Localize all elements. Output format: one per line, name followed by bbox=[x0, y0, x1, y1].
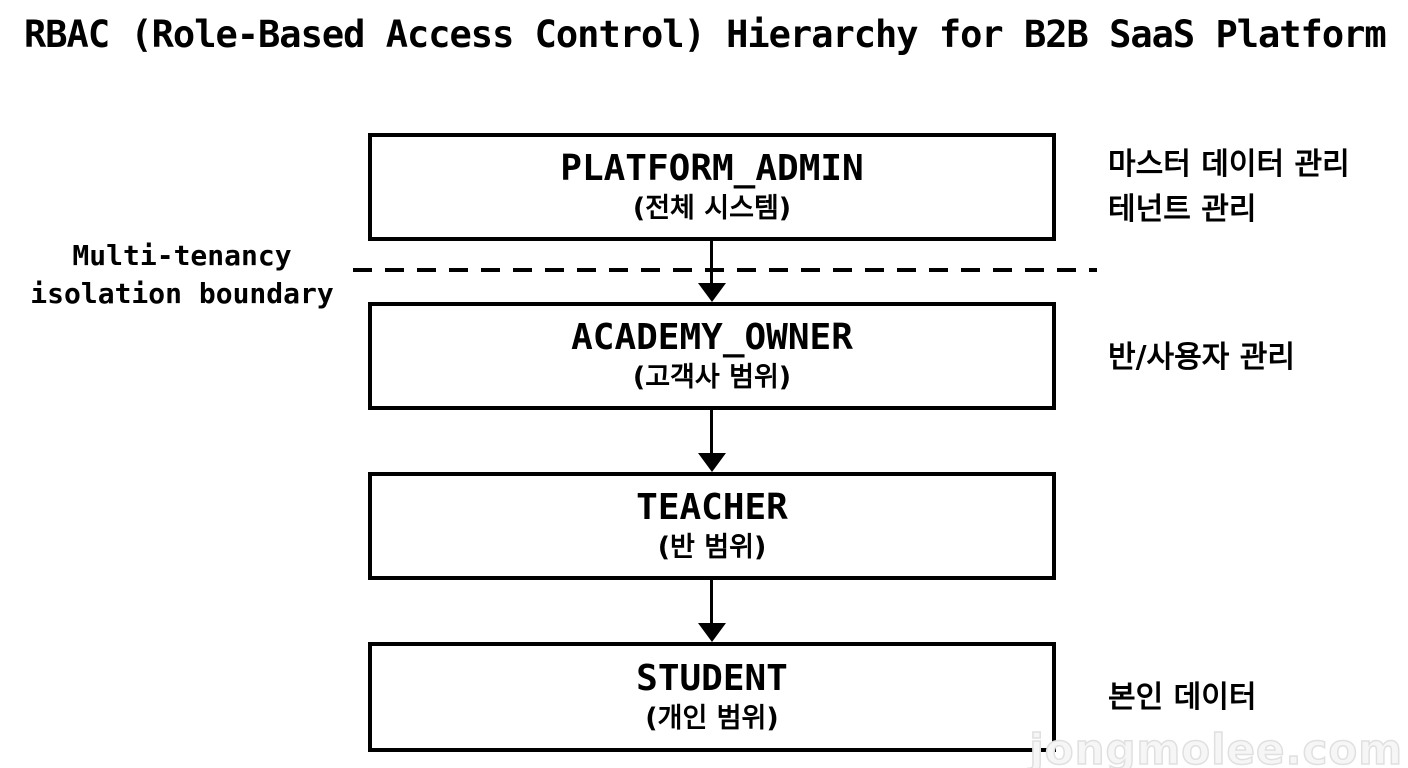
role-box-academy-owner: ACADEMY_OWNER (고객사 범위) bbox=[368, 302, 1056, 410]
arrow-teacher-to-student bbox=[710, 580, 713, 628]
annotation-line: 마스터 데이터 관리 bbox=[1108, 147, 1350, 182]
annotation-line: 본인 데이터 bbox=[1108, 680, 1257, 715]
annotation-line: 반/사용자 관리 bbox=[1108, 340, 1296, 375]
annotation-line: 테넌트 관리 bbox=[1108, 192, 1257, 227]
arrow-platform-to-academy bbox=[710, 241, 713, 289]
role-box-teacher: TEACHER (반 범위) bbox=[368, 472, 1056, 580]
role-name: PLATFORM_ADMIN bbox=[560, 147, 864, 189]
role-scope: (반 범위) bbox=[657, 531, 767, 563]
arrow-academy-to-teacher bbox=[710, 410, 713, 458]
watermark: jongmolee.com bbox=[1029, 724, 1403, 768]
role-name: TEACHER bbox=[636, 486, 788, 528]
boundary-label: Multi-tenancy isolation boundary bbox=[12, 237, 352, 313]
role-name: STUDENT bbox=[636, 657, 788, 699]
arrowhead-icon bbox=[698, 623, 726, 642]
annotation-academy-owner: 반/사용자 관리 bbox=[1108, 335, 1295, 380]
arrowhead-icon bbox=[698, 283, 726, 302]
role-name: ACADEMY_OWNER bbox=[571, 316, 853, 358]
page-title: RBAC (Role-Based Access Control) Hierarc… bbox=[24, 13, 1387, 56]
tenancy-boundary-dashed-line bbox=[353, 268, 1097, 272]
role-box-platform-admin: PLATFORM_ADMIN (전체 시스템) bbox=[368, 133, 1056, 241]
boundary-label-line: isolation boundary bbox=[30, 277, 334, 310]
annotation-platform-admin: 마스터 데이터 관리 테넌트 관리 bbox=[1108, 142, 1350, 232]
boundary-label-line: Multi-tenancy bbox=[72, 239, 292, 272]
role-scope: (전체 시스템) bbox=[632, 192, 792, 224]
arrowhead-icon bbox=[698, 453, 726, 472]
annotation-student: 본인 데이터 bbox=[1108, 675, 1256, 720]
role-box-student: STUDENT (개인 범위) bbox=[368, 642, 1056, 752]
role-scope: (고객사 범위) bbox=[632, 361, 792, 393]
role-scope: (개인 범위) bbox=[645, 702, 779, 734]
